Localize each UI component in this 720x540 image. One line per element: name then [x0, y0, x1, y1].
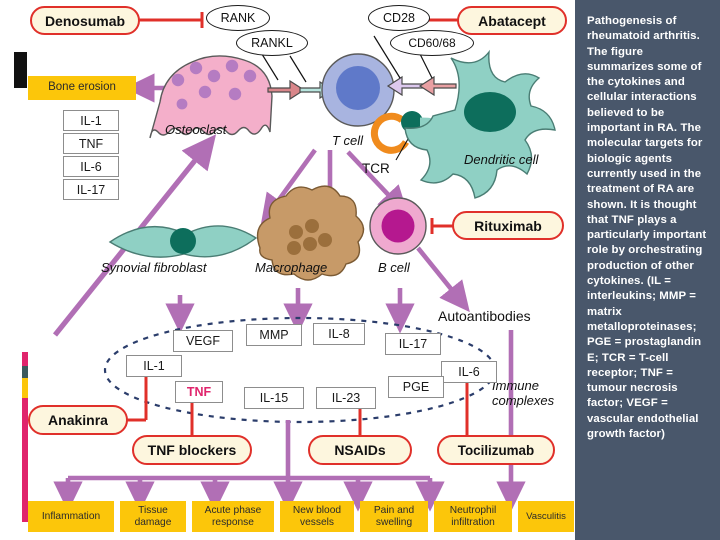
- outcome-new-blood-vessels-label: New blood vessels: [292, 505, 342, 528]
- fibroblast-text: Synovial fibroblast: [101, 260, 207, 275]
- t-cell-text: T cell: [332, 133, 364, 148]
- mediator-pge-label: PGE: [402, 380, 430, 394]
- drug-tnf-blockers-label: TNF blockers: [147, 442, 237, 458]
- mediator-il6-label: IL-6: [458, 365, 480, 379]
- outcome-vasculitis-label: Vasculitis: [526, 510, 566, 522]
- dendritic-cell: [404, 49, 556, 199]
- receptor-rank-label: RANK: [220, 11, 256, 25]
- drug-tocilizumab-label: Tocilizumab: [457, 442, 535, 458]
- drug-rituximab[interactable]: Rituximab: [452, 211, 564, 240]
- dendritic-text: Dendritic cell: [464, 152, 539, 167]
- cell-label-macrophage: Macrophage: [255, 260, 327, 275]
- outcome-manifold: [68, 420, 430, 481]
- mediator-il15-label: IL-15: [259, 391, 289, 405]
- outcome-tissue-damage-label: Tissue damage: [134, 505, 172, 528]
- cd28-bridge: [373, 35, 457, 97]
- tcr-text: TCR: [362, 161, 390, 176]
- outcome-inflammation-label: Inflammation: [41, 510, 101, 522]
- outcome-pain-swelling-label: Pain and swelling: [373, 505, 415, 528]
- mediator-il23-label: IL-23: [331, 391, 361, 405]
- receptor-cd60-68: CD60/68: [390, 30, 474, 56]
- b-cell: [369, 197, 427, 255]
- drug-nsaids[interactable]: NSAIDs: [308, 435, 412, 465]
- mediator-il1: IL-1: [126, 355, 182, 377]
- annotation-autoantibodies: Autoantibodies: [438, 308, 531, 324]
- mediator-il6: IL-6: [441, 361, 497, 383]
- outcome-vasculitis: Vasculitis: [518, 501, 574, 532]
- left-color-bar: [22, 352, 28, 522]
- outcome-inflammation: Inflammation: [28, 501, 114, 532]
- diagram-graphics: [52, 35, 556, 512]
- bone-erosion-label: Bone erosion: [48, 81, 116, 94]
- t-cell: [321, 53, 395, 127]
- macrophage-cell: [256, 185, 365, 281]
- receptor-rankl-label: RANKL: [251, 36, 293, 50]
- drug-anakinra-label: Anakinra: [48, 412, 108, 428]
- drug-abatacept-label: Abatacept: [478, 12, 546, 29]
- mediator-vegf: VEGF: [173, 330, 233, 352]
- outcome-pain-and-swelling: Pain and swelling: [360, 501, 428, 532]
- synovial-fibroblast-cell: [108, 225, 258, 258]
- drug-denosumab[interactable]: Denosumab: [30, 6, 140, 35]
- osteoclast-cytokine-il6-label: IL-6: [80, 159, 102, 174]
- osteoclast-cytokine-il1: IL-1: [63, 110, 119, 131]
- mediator-il17-label: IL-17: [398, 337, 428, 351]
- drug-denosumab-label: Denosumab: [44, 12, 126, 29]
- receptor-rank: RANK: [206, 5, 270, 31]
- annotation-tcr: TCR: [362, 161, 390, 176]
- outcome-acute-phase-response: Acute phase response: [192, 501, 274, 532]
- cell-label-synovial-fibroblast: Synovial fibroblast: [101, 260, 207, 275]
- macrophage-text: Macrophage: [255, 260, 328, 275]
- osteoclast-cytokine-il17-label: IL-17: [76, 182, 106, 197]
- b-cell-text: B cell: [378, 260, 410, 275]
- caption-text: Pathogenesis of rheumatoid arthritis. Th…: [587, 15, 707, 441]
- osteoclast-cell: [149, 55, 273, 139]
- annotation-immune-complexes: Immune complexes: [492, 378, 570, 408]
- cell-label-b-cell: B cell: [378, 260, 410, 275]
- outcome-neutrophil-infiltration: Neutrophil infiltration: [434, 501, 512, 532]
- mediator-tnf: TNF: [175, 381, 223, 403]
- mediator-il1-label: IL-1: [143, 359, 165, 373]
- drug-tocilizumab[interactable]: Tocilizumab: [437, 435, 555, 465]
- osteoclast-cytokine-il6: IL-6: [63, 156, 119, 177]
- drug-rituximab-label: Rituximab: [474, 217, 542, 234]
- immune-complexes-text: Immune complexes: [492, 378, 555, 408]
- cell-label-osteoclast: Osteoclast: [165, 122, 226, 137]
- receptor-cd28-label: CD28: [383, 11, 415, 25]
- autoantibodies-text: Autoantibodies: [438, 308, 531, 324]
- mediator-mmp-label: MMP: [259, 328, 289, 342]
- mediator-il17: IL-17: [385, 333, 441, 355]
- osteoclast-cytokine-tnf: TNF: [63, 133, 119, 154]
- osteoclast-cytokine-tnf-label: TNF: [78, 136, 104, 151]
- receptor-rankl: RANKL: [236, 30, 308, 56]
- osteoclast-cytokine-il17: IL-17: [63, 179, 119, 200]
- receptor-cd60-68-label: CD60/68: [408, 36, 456, 50]
- outcome-new-blood-vessels: New blood vessels: [280, 501, 354, 532]
- outcome-neutrophil-label: Neutrophil infiltration: [449, 505, 497, 528]
- bone-erosion-box: Bone erosion: [28, 76, 136, 100]
- drug-abatacept[interactable]: Abatacept: [457, 6, 567, 35]
- receptor-cd28: CD28: [368, 5, 430, 31]
- mediator-vegf-label: VEGF: [185, 334, 221, 348]
- outcome-tissue-damage: Tissue damage: [120, 501, 186, 532]
- mediator-il15: IL-15: [244, 387, 304, 409]
- mediator-tnf-label: TNF: [186, 385, 212, 399]
- black-marker: [14, 52, 27, 88]
- outcome-arrows: [53, 330, 526, 512]
- drug-tnf-blockers[interactable]: TNF blockers: [132, 435, 252, 465]
- mediator-il8: IL-8: [313, 323, 365, 345]
- cell-label-t-cell: T cell: [332, 133, 363, 148]
- mediator-pge: PGE: [388, 376, 444, 398]
- osteoclast-cytokine-il1-label: IL-1: [80, 113, 102, 128]
- mediator-il8-label: IL-8: [328, 327, 350, 341]
- osteoclast-text: Osteoclast: [165, 122, 227, 137]
- mediator-il23: IL-23: [316, 387, 376, 409]
- drug-nsaids-label: NSAIDs: [334, 442, 386, 458]
- drug-anakinra[interactable]: Anakinra: [28, 405, 128, 435]
- caption-panel: Pathogenesis of rheumatoid arthritis. Th…: [575, 0, 720, 540]
- outcome-acute-phase-label: Acute phase response: [204, 505, 262, 528]
- cell-label-dendritic: Dendritic cell: [464, 152, 538, 167]
- mediator-mmp: MMP: [246, 324, 302, 346]
